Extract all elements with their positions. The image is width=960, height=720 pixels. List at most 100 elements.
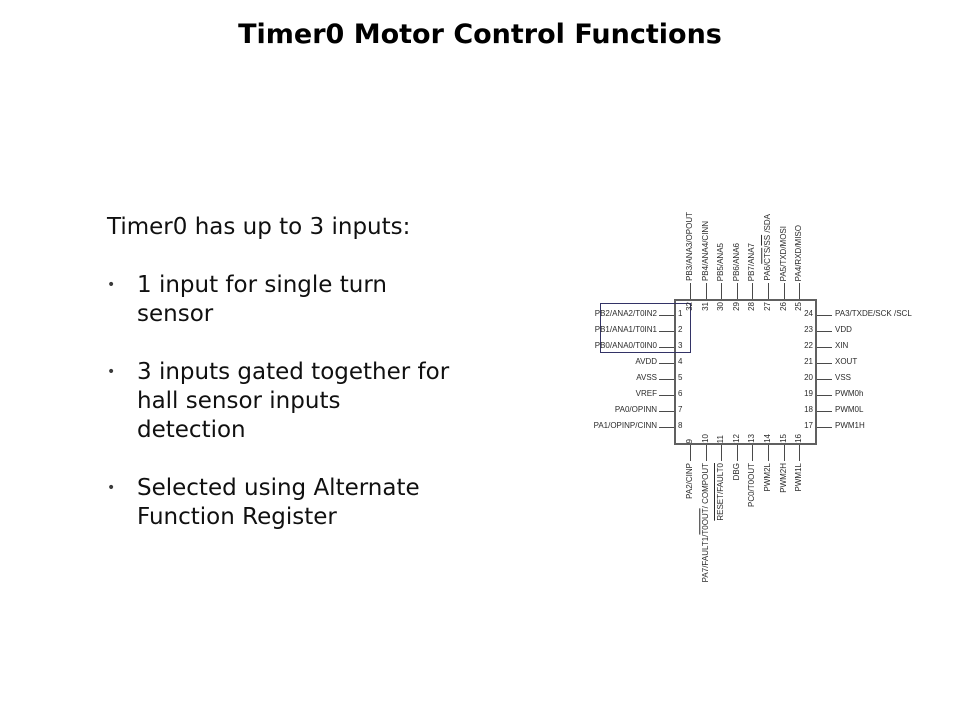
slide-title: Timer0 Motor Control Functions: [238, 19, 722, 50]
pin-number: 13: [747, 434, 756, 443]
pin-label: PA2/CINP: [685, 463, 694, 499]
pin-label: PB1/ANA1/T0IN1: [594, 325, 657, 334]
pin-line: [817, 315, 832, 316]
pin-line: [659, 331, 674, 332]
pin-line: [817, 363, 832, 364]
pin-line: [799, 445, 800, 461]
pin-line: [659, 411, 674, 412]
pin-label: AVDD: [635, 357, 657, 366]
pin-line: [659, 395, 674, 396]
bullet-marker: •: [107, 277, 116, 293]
pin-line: [706, 445, 707, 461]
pin-label: PB5/ANA5: [716, 242, 725, 281]
pin-number: 3: [678, 341, 683, 350]
pin-number: 20: [804, 373, 813, 382]
pin-line: [659, 363, 674, 364]
pin-line: [659, 379, 674, 380]
pin-label: PA3/TXDE/SCK /SCL: [835, 309, 912, 318]
bullet-text: Selected using Alternate Function Regist…: [137, 475, 420, 530]
pin-number: 31: [701, 302, 710, 311]
pin-line: [721, 445, 722, 461]
pin-label: PWM1H: [835, 421, 865, 430]
pin-label: PB7/ANA7: [747, 242, 756, 281]
pin-label: VSS: [835, 373, 852, 382]
pin-number: 29: [732, 302, 741, 311]
pin-line: [690, 445, 691, 461]
pin-number: 24: [804, 309, 813, 318]
pin-number: 5: [678, 373, 683, 382]
pin-number: 12: [732, 434, 741, 443]
pin-number: 2: [678, 325, 683, 334]
pin-number: 28: [747, 302, 756, 311]
pin-line: [659, 315, 674, 316]
pin-number: 11: [716, 434, 725, 443]
pin-number: 18: [804, 405, 813, 414]
pin-label: PA4/RXD/MISO: [794, 224, 803, 281]
bullet-marker: •: [107, 364, 116, 380]
pin-label: PWM0L: [835, 405, 864, 414]
pin-line: [752, 283, 753, 299]
bullet-text: 1 input for single turn sensor: [137, 272, 387, 327]
bullet-text: 3 inputs gated together for hall sensor …: [137, 359, 450, 443]
pin-line: [737, 445, 738, 461]
pin-number: 8: [678, 421, 683, 430]
pin-number: 26: [779, 302, 788, 311]
pin-label: PB2/ANA2/T0IN2: [594, 309, 657, 318]
pin-number: 9: [685, 438, 694, 443]
pin-label: PB3/ANA3/OPOUT: [685, 212, 694, 281]
pin-number: 30: [716, 302, 725, 311]
pin-label: RESET/FAULT0: [716, 463, 725, 521]
pin-line: [768, 283, 769, 299]
pin-line: [659, 347, 674, 348]
pin-label: PA6/CTS/SS /SDA: [763, 214, 772, 281]
pin-label: PWM2L: [763, 463, 772, 492]
pin-label: PA5/TXD/MOSI: [779, 225, 788, 281]
pin-line: [752, 445, 753, 461]
pin-label: PB4/ANA4/CINN: [701, 220, 710, 281]
pin-line: [706, 283, 707, 299]
pin-label: DBG: [732, 463, 741, 481]
pin-number: 6: [678, 389, 683, 398]
bullet-item: • 3 inputs gated together for hall senso…: [107, 358, 537, 445]
pin-number: 14: [763, 434, 772, 443]
timer-input-highlight-box: [600, 303, 691, 353]
pin-label: PC0/T0OUT: [747, 463, 756, 508]
pin-number: 23: [804, 325, 813, 334]
pin-number: 15: [779, 434, 788, 443]
pin-label: AVSS: [636, 373, 657, 382]
bullet-marker: •: [107, 480, 116, 496]
bullet-item: • 1 input for single turn sensor: [107, 271, 537, 329]
pin-number: 1: [678, 309, 683, 318]
chip-body: [674, 299, 817, 445]
pin-number: 27: [763, 302, 772, 311]
pin-line: [817, 411, 832, 412]
pin-label: PB0/ANA0/T0IN0: [594, 341, 657, 350]
pin-label: PA1/OPINP/CINN: [593, 421, 657, 430]
pin-line: [817, 379, 832, 380]
body-text-block: Timer0 has up to 3 inputs: • 1 input for…: [107, 213, 537, 532]
pin-label: PA0/OPINN: [614, 405, 657, 414]
pin-label: PB6/ANA6: [732, 242, 741, 281]
pin-line: [784, 445, 785, 461]
pin-line: [737, 283, 738, 299]
pin-number: 4: [678, 357, 683, 366]
pin-line: [799, 283, 800, 299]
pin-number: 32: [685, 302, 694, 311]
pin-line: [659, 427, 674, 428]
pin-line: [721, 283, 722, 299]
pin-number: 16: [794, 434, 803, 443]
pin-line: [784, 283, 785, 299]
pin-number: 25: [794, 302, 803, 311]
pin-line: [690, 283, 691, 299]
pin-line: [817, 395, 832, 396]
pin-number: 17: [804, 421, 813, 430]
pin-line: [817, 427, 832, 428]
pin-line: [768, 445, 769, 461]
pin-label: VREF: [635, 389, 657, 398]
pin-line: [817, 331, 832, 332]
pin-number: 19: [804, 389, 813, 398]
pin-label: VDD: [835, 325, 852, 334]
pin-label: XOUT: [835, 357, 858, 366]
